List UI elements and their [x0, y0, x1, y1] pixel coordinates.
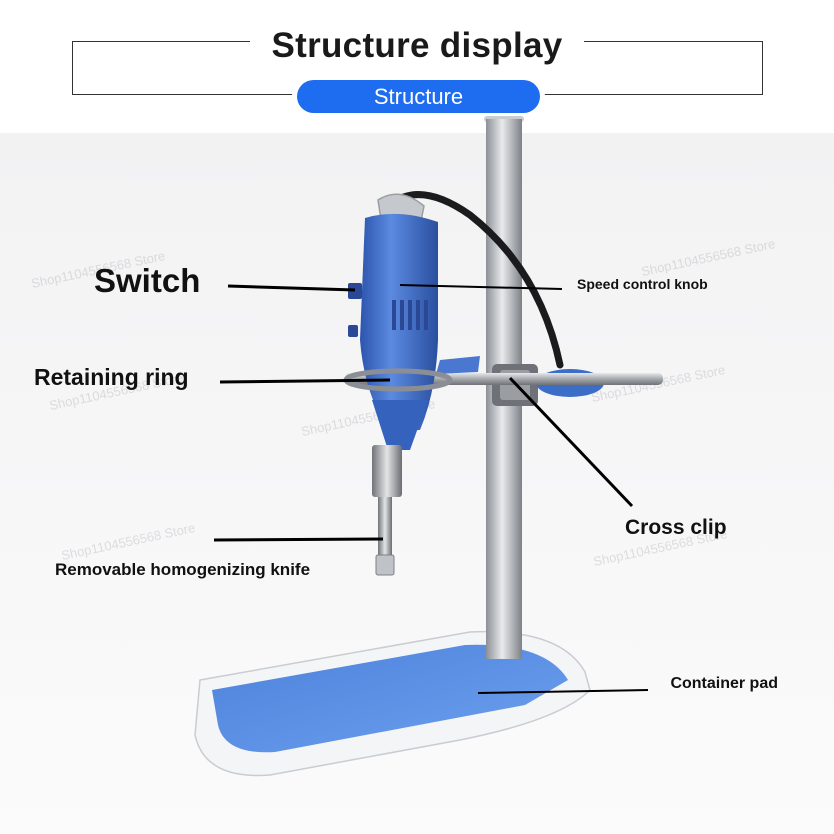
ring-leader: [219, 378, 391, 384]
pad-leader: [477, 689, 649, 694]
knife-leader: [213, 537, 384, 542]
switch-button: [348, 283, 362, 299]
label-switch: Switch: [94, 262, 201, 299]
base-plate: [194, 630, 591, 777]
label-container-pad: Container pad: [670, 675, 778, 692]
page-title: Structure display: [250, 22, 584, 70]
label-cross-clip: Cross clip: [625, 516, 727, 539]
shaft-collar: [372, 445, 402, 497]
label-speed-control-knob: Speed control knob: [577, 276, 708, 292]
label-retaining-ring: Retaining ring: [34, 364, 189, 390]
cross-clip-leader: [508, 376, 634, 508]
container-pad: [212, 644, 568, 753]
motor-handle: [348, 193, 438, 430]
speed-knob-leader: [399, 284, 563, 290]
structure-badge: Structure: [297, 80, 540, 113]
homogenizing-knife: [378, 497, 392, 567]
power-cable: [386, 191, 564, 369]
label-removable-knife: Removable homogenizing knife: [55, 560, 311, 579]
switch-leader: [227, 284, 356, 292]
